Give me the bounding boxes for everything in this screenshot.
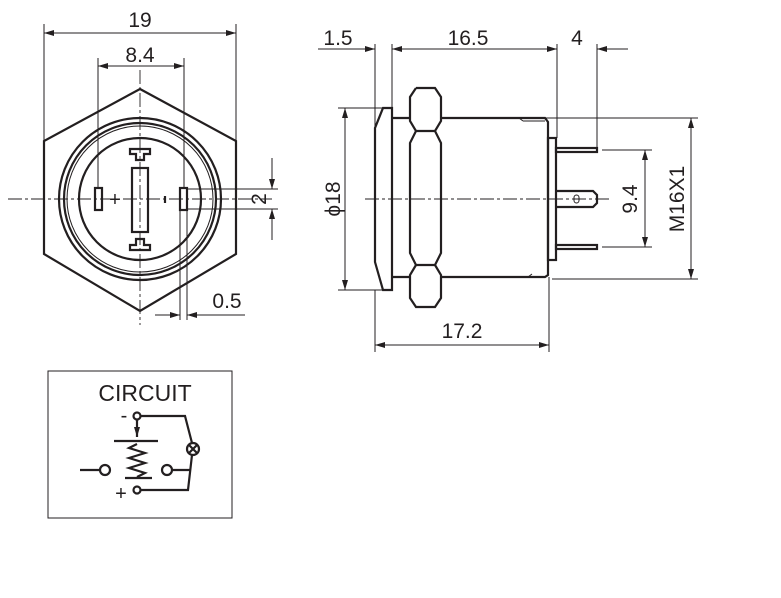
lamp-icon bbox=[185, 441, 201, 457]
plus-terminal bbox=[132, 485, 142, 495]
center-slot bbox=[130, 166, 150, 234]
dim-diameter: ϕ18 bbox=[322, 181, 345, 216]
pin-top bbox=[554, 146, 599, 154]
minus-label: - bbox=[121, 405, 128, 427]
front-view: + 19 8.4 2 0.5 bbox=[8, 9, 278, 325]
dim-pin-thickness: 0.5 bbox=[212, 290, 241, 313]
dim-bezel: 1.5 bbox=[323, 27, 352, 50]
circuit-box: CIRCUIT - + bbox=[47, 370, 233, 519]
spring-icon bbox=[125, 443, 149, 478]
circuit-title: CIRCUIT bbox=[98, 380, 191, 406]
plus-label: + bbox=[115, 483, 127, 505]
pin-bottom bbox=[554, 243, 599, 251]
minus-terminal bbox=[132, 411, 142, 421]
dim-overall: 17.2 bbox=[442, 320, 483, 343]
dim-pin-pitch: 9.4 bbox=[619, 184, 642, 214]
body bbox=[441, 116, 550, 279]
dim-pin-height: 2 bbox=[248, 193, 271, 205]
dim-pins: 4 bbox=[571, 27, 583, 50]
dim-body: 16.5 bbox=[448, 27, 489, 50]
dim-width: 19 bbox=[128, 9, 151, 32]
dim-pin-spacing: 8.4 bbox=[125, 44, 155, 67]
nut-side bbox=[408, 86, 443, 309]
side-view: 1.5 16.5 4 ϕ18 17.2 9.4 M16X1 bbox=[318, 27, 698, 352]
switch-terminal-right bbox=[160, 463, 174, 477]
dim-thread: M16X1 bbox=[666, 166, 689, 233]
plus-mark: + bbox=[109, 189, 121, 211]
switch-terminal-left bbox=[98, 463, 112, 477]
top-t-mark bbox=[128, 147, 152, 162]
bottom-t-mark bbox=[128, 237, 152, 252]
